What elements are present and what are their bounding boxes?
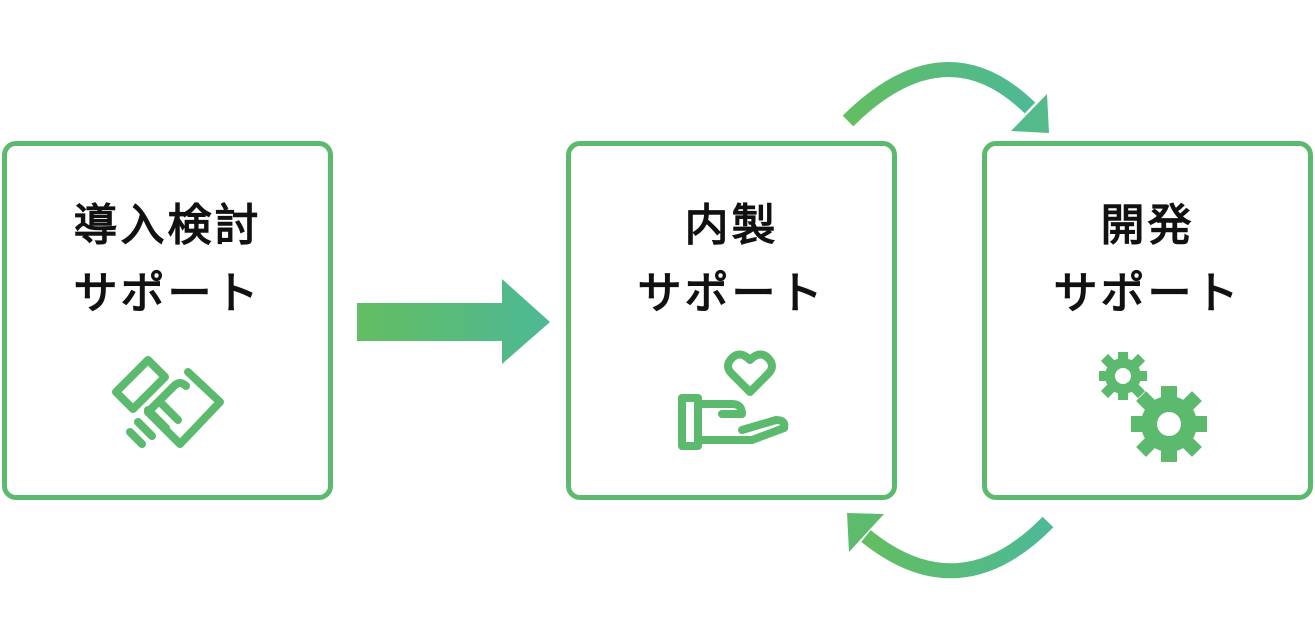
card-dev-support: 開発 サポート: [982, 141, 1313, 500]
card-subtitle: サポート: [1053, 268, 1242, 319]
curved-arrow-top-icon: [842, 62, 1049, 133]
card-title: 内製: [684, 200, 779, 251]
card-subtitle: サポート: [637, 268, 826, 319]
hand-heart-icon: [677, 350, 788, 450]
card-title: 開発: [1100, 200, 1195, 251]
card-title: 導入検討: [73, 200, 262, 251]
curved-arrow-bottom-icon: [847, 513, 1054, 579]
gears-icon: [1098, 352, 1207, 462]
card-intro-support: 導入検討 サポート: [2, 141, 333, 500]
card-inhouse-support: 内製 サポート: [566, 141, 897, 500]
card-subtitle: サポート: [73, 268, 262, 319]
right-arrow-icon: [357, 279, 550, 364]
handshake-icon: [111, 356, 224, 448]
